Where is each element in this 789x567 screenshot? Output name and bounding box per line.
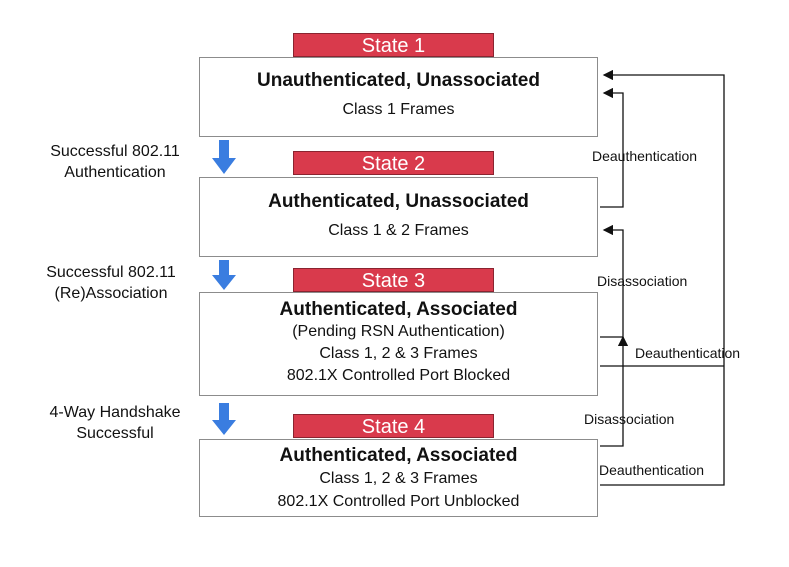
down-arrow-icon (212, 140, 236, 174)
edge-deauth-2-to-1 (600, 87, 624, 208)
state-4-badge: State 4 (293, 414, 494, 438)
state-2-title: Authenticated, Unassociated (268, 191, 529, 212)
state-2-line-1: Class 1 & 2 Frames (328, 222, 469, 239)
edge-disassoc-4-to-2 (600, 335, 629, 447)
down-arrow-icon (212, 260, 236, 290)
state-4-line-1: Class 1, 2 & 3 Frames (319, 470, 478, 487)
state-3-line-1: (Pending RSN Authentication) (292, 323, 505, 340)
state-3-line-2: Class 1, 2 & 3 Frames (319, 345, 478, 362)
state-1-line-1: Class 1 Frames (342, 101, 455, 118)
transition-1-line-2: Authentication (64, 164, 166, 181)
state-1-box: Unauthenticated, Unassociated Class 1 Fr… (199, 57, 598, 137)
state-1-badge: State 1 (293, 33, 494, 57)
edge-label-deauth-3-to-1: Deauthentication (635, 345, 741, 361)
transition-2-line-1: Successful 802.11 (46, 264, 176, 281)
state-4-title: Authenticated, Associated (279, 445, 518, 466)
edge-disassoc-3-to-2 (600, 224, 624, 338)
edge-label-disassoc-4-to-2: Disassociation (584, 411, 675, 427)
state-2-box: Authenticated, Unassociated Class 1 & 2 … (199, 177, 598, 257)
transition-2-line-2: (Re)Association (54, 285, 168, 302)
transition-3-line-2: Successful (76, 425, 154, 442)
edge-label-disassoc-3-to-2: Disassociation (597, 273, 688, 289)
state-3-box: Authenticated, Associated (Pending RSN A… (199, 292, 598, 396)
transition-label-1: Successful 802.11 Authentication (30, 141, 200, 183)
transition-label-3: 4-Way Handshake Successful (30, 402, 200, 444)
down-arrow-icon (212, 403, 236, 435)
state-3-badge: State 3 (293, 268, 494, 292)
transition-1-line-1: Successful 802.11 (50, 143, 180, 160)
edge-label-deauth-2-to-1: Deauthentication (592, 148, 698, 164)
transition-label-2: Successful 802.11 (Re)Association (26, 262, 196, 304)
state-1-title: Unauthenticated, Unassociated (257, 70, 540, 91)
state-2-badge: State 2 (293, 151, 494, 175)
transition-3-line-1: 4-Way Handshake (49, 404, 181, 421)
edge-label-deauth-4-to-1: Deauthentication (599, 462, 705, 478)
state-4-line-2: 802.1X Controlled Port Unblocked (277, 493, 520, 510)
state-3-line-3: 802.1X Controlled Port Blocked (286, 367, 511, 384)
state-4-box: Authenticated, Associated Class 1, 2 & 3… (199, 439, 598, 517)
edge-deauth-4-to-1 (600, 69, 725, 486)
state-3-title: Authenticated, Associated (279, 299, 518, 320)
